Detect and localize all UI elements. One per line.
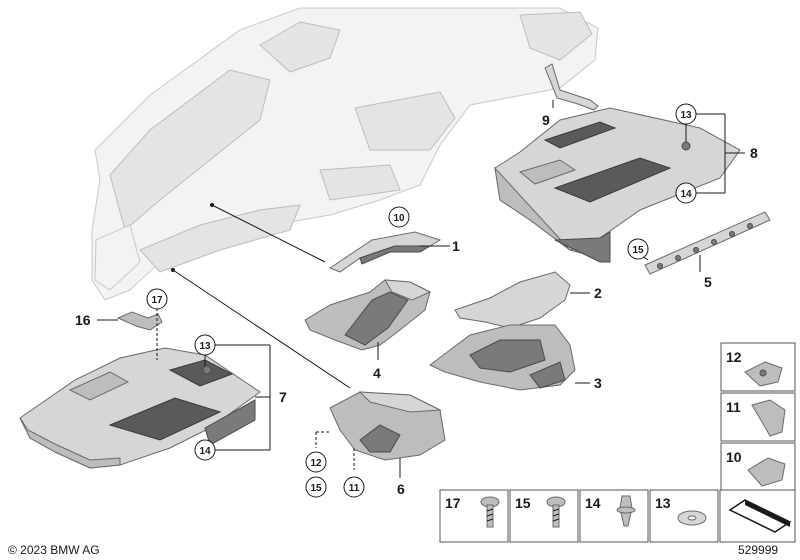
callout-16: 16 — [75, 312, 91, 328]
svg-text:10: 10 — [393, 213, 405, 224]
clip-strip-part-5 — [644, 211, 771, 275]
svg-text:15: 15 — [310, 483, 322, 494]
bottom-label-13: 13 — [655, 495, 671, 511]
circle-callout-12: 12 — [305, 451, 327, 473]
svg-text:13: 13 — [199, 341, 211, 352]
svg-text:13: 13 — [680, 110, 692, 121]
knee-cover-part-6 — [329, 391, 446, 461]
callout-9: 9 — [542, 112, 550, 128]
circle-callout-14-lower: 14 — [194, 439, 216, 461]
callout-3: 3 — [594, 375, 602, 391]
clip-holes — [657, 223, 753, 269]
svg-text:12: 12 — [310, 458, 322, 469]
circle-callout-11: 11 — [343, 476, 365, 498]
storage-tray-part-7 — [19, 347, 261, 469]
bottom-label-15: 15 — [515, 495, 531, 511]
callout-1: 1 — [452, 238, 460, 254]
part-numbers: 1 2 3 4 5 6 7 8 9 16 — [75, 112, 758, 497]
leader-lines — [97, 100, 745, 478]
svg-text:17: 17 — [151, 295, 163, 306]
side-fastener-panel: 12 11 10 — [720, 342, 796, 492]
circle-callout-13-upper: 13 — [675, 103, 697, 125]
bottom-label-17: 17 — [445, 495, 461, 511]
clip-icon — [751, 399, 786, 437]
bottom-cell-14 — [579, 489, 649, 543]
circle-callout-13-lower: 13 — [194, 334, 216, 356]
bracket-part-9 — [544, 63, 599, 111]
callout-5: 5 — [704, 274, 712, 290]
side-label-10: 10 — [726, 449, 742, 465]
bottom-cell-15 — [509, 489, 579, 543]
image-number: 529999 — [738, 543, 778, 557]
svg-text:15: 15 — [632, 245, 644, 256]
callout-2: 2 — [594, 285, 602, 301]
nut-clip-icon — [747, 457, 786, 487]
circle-callout-15-lower: 15 — [305, 476, 327, 498]
expanding-rivet-icon — [616, 495, 636, 527]
copyright-text: © 2023 BMW AG — [8, 543, 100, 557]
callout-8: 8 — [750, 145, 758, 161]
circled-numbers: 10 13 14 15 17 13 14 12 — [146, 103, 697, 498]
circle-callout-15-strip: 15 — [627, 238, 649, 260]
callout-6: 6 — [397, 481, 405, 497]
bottom-fastener-panel: 17 15 14 13 — [439, 489, 796, 543]
side-label-12: 12 — [726, 349, 742, 365]
circle-callout-10: 10 — [388, 206, 410, 228]
callout-7: 7 — [279, 389, 287, 405]
side-label-11: 11 — [726, 399, 741, 415]
svg-text:14: 14 — [199, 446, 211, 457]
screw-17-icon — [480, 496, 500, 528]
upper-shroud-part-2 — [454, 271, 571, 329]
column-cover-part-4 — [304, 279, 432, 351]
svg-text:14: 14 — [680, 189, 692, 200]
trim-strip-part-1 — [328, 231, 442, 273]
circle-callout-14-upper: 14 — [675, 182, 697, 204]
callout-4: 4 — [373, 365, 381, 381]
svg-text:11: 11 — [349, 483, 360, 494]
storage-tray-part-8 — [494, 107, 741, 263]
dashboard-outline — [91, 7, 599, 301]
screw-15-icon — [546, 496, 566, 528]
circle-callout-17: 17 — [146, 288, 168, 310]
lower-shroud-part-3 — [429, 324, 576, 391]
bracket-part-16 — [116, 311, 163, 331]
bottom-label-14: 14 — [585, 495, 601, 511]
washer-icon — [677, 510, 707, 526]
